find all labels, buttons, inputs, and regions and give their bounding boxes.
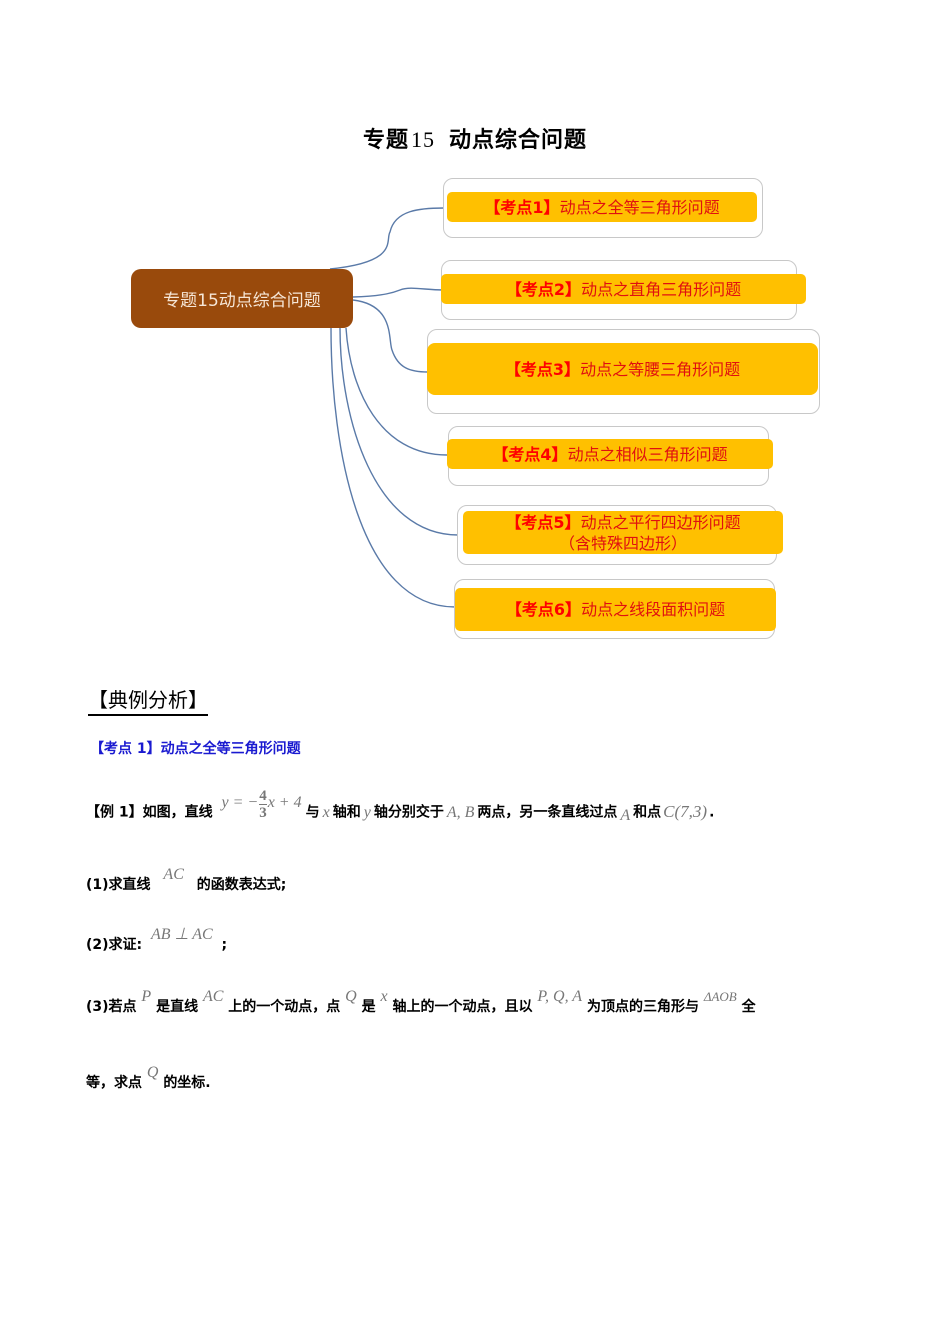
node-2-text: 动点之直角三角形问题	[581, 279, 742, 299]
title-prefix: 专题	[362, 127, 409, 153]
text: 轴和	[332, 804, 361, 821]
title-text: 动点综合问题	[449, 127, 588, 153]
node-1-text: 动点之全等三角形问题	[559, 197, 720, 217]
mindmap-node-2: 【考点2】动点之直角三角形问题	[441, 274, 806, 304]
q3-triangle-aob: ΔAOB	[703, 989, 737, 1004]
node-5-line-1: 【考点5】动点之平行四边形问题	[505, 512, 740, 533]
node-4-text: 动点之相似三角形问题	[567, 444, 728, 464]
q2-end: ;	[221, 937, 228, 953]
node-3-text: 动点之等腰三角形问题	[580, 359, 741, 379]
text: 两点，另一条直线过点	[477, 804, 618, 821]
text: 等，求点	[86, 1075, 142, 1091]
var-x: x	[322, 803, 330, 821]
var-y: y	[363, 803, 371, 821]
node-2-tag: 【考点2】	[505, 279, 582, 299]
text: 轴上的一个动点，且以	[392, 999, 533, 1015]
text: 如图，直线	[142, 804, 213, 821]
node-1-tag: 【考点1】	[484, 197, 560, 217]
node-6-tag: 【考点6】	[505, 600, 582, 619]
connector-4	[345, 327, 448, 456]
mindmap-connectors	[329, 207, 459, 608]
node-4-tag: 【考点4】	[492, 444, 568, 464]
mindmap-node-6: 【考点6】动点之线段面积问题	[455, 588, 776, 631]
title-number: 15	[411, 127, 435, 152]
q3-point-p: P	[141, 988, 152, 1005]
text: .	[709, 804, 715, 821]
kaodian-heading: 【考点 1】动点之全等三角形问题	[90, 741, 301, 757]
connector-6	[330, 327, 456, 608]
q2-expression: AB ⊥ AC	[151, 926, 213, 943]
page-title: 专题15 动点综合问题	[0, 122, 950, 154]
q1-rest: 的函数表达式;	[196, 877, 287, 893]
section-title: 【典例分析】	[88, 684, 208, 716]
mindmap-node-5: 【考点5】动点之平行四边形问题 （含特殊四边形）	[463, 511, 783, 554]
text: 上的一个动点，点	[228, 999, 341, 1015]
q3-point-q-2: Q	[146, 1064, 159, 1081]
mindmap-node-3: 【考点3】动点之等腰三角形问题	[427, 343, 818, 395]
text: 轴分别交于	[373, 804, 444, 821]
text: 和点	[633, 804, 662, 821]
text: 全	[741, 999, 756, 1015]
text: 与	[305, 804, 320, 821]
fraction-denominator: 3	[259, 804, 267, 821]
text: 的坐标.	[163, 1075, 211, 1091]
q2-label: (2)求证:	[86, 937, 143, 953]
q3-label: (3)若点	[86, 999, 137, 1015]
question-2: (2)求证: AB ⊥ AC ;	[86, 926, 228, 954]
equation-rhs: x + 4	[267, 793, 302, 811]
connector-2	[352, 287, 444, 298]
text: 是	[361, 999, 376, 1015]
node-5-text: 动点之平行四边形问题	[580, 512, 741, 532]
fraction-numerator: 4	[259, 788, 267, 804]
mindmap-node-4: 【考点4】动点之相似三角形问题	[447, 439, 773, 469]
example-label: 【例 1】	[86, 804, 143, 821]
equation-lhs: y = −	[221, 793, 259, 811]
connector-5	[339, 327, 459, 536]
node-6-text: 动点之线段面积问题	[581, 600, 726, 619]
question-3: (3)若点 P 是直线 AC 上的一个动点，点 Q 是 x 轴上的一个动点，且以…	[86, 988, 756, 1016]
connector-1	[329, 207, 445, 270]
q3-var-x: x	[380, 988, 388, 1005]
node-3-tag: 【考点3】	[504, 359, 581, 379]
q1-label: (1)求直线	[86, 877, 151, 893]
question-1: (1)求直线 AC 的函数表达式;	[86, 866, 287, 894]
q3-points-pqa: P, Q, A	[537, 988, 583, 1005]
text: 是直线	[156, 999, 199, 1015]
node-5-tag: 【考点5】	[505, 512, 581, 532]
point-a: A	[620, 806, 631, 824]
points-ab: A, B	[446, 803, 475, 821]
question-3-continued: 等，求点 Q 的坐标.	[86, 1064, 211, 1092]
q1-var-ac: AC	[163, 866, 184, 883]
point-c: C(7,3)	[663, 801, 708, 821]
node-5-line-2: （含特殊四边形）	[558, 533, 687, 553]
connector-3	[352, 299, 429, 373]
q3-point-q: Q	[345, 988, 357, 1005]
text: 为顶点的三角形与	[586, 999, 699, 1015]
mindmap-node-1: 【考点1】动点之全等三角形问题	[447, 192, 757, 222]
q3-line-ac: AC	[202, 988, 224, 1005]
mindmap-root-node: 专题15动点综合问题	[131, 269, 353, 328]
